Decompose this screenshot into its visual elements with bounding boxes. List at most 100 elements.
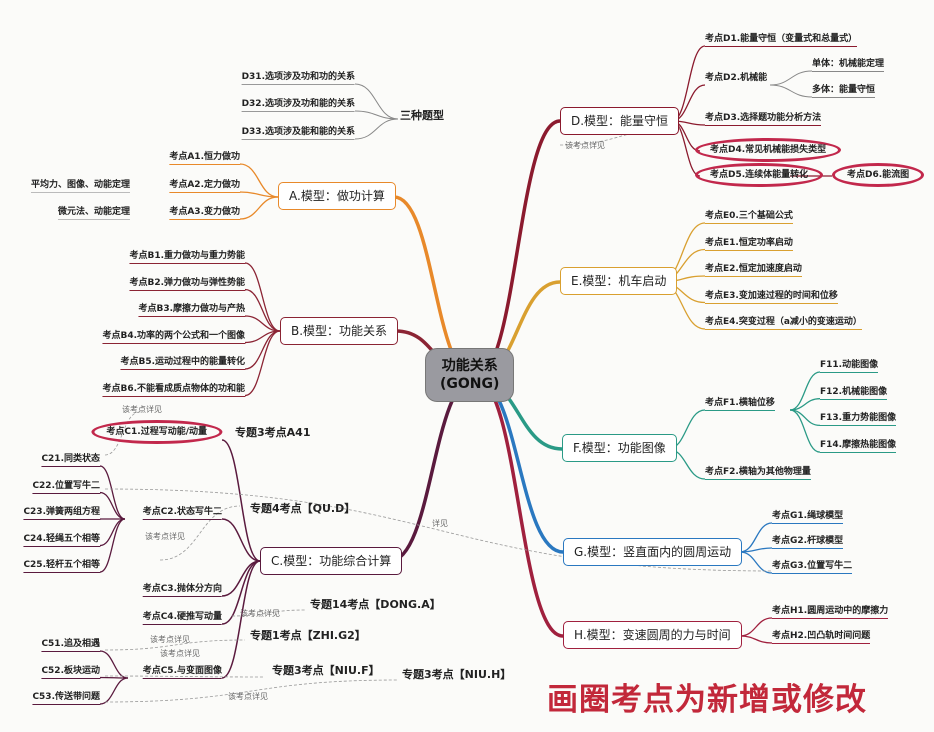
leaf-f1[interactable]: 考点F1.横轴位移 [705,397,775,411]
node-e-locomotive-start[interactable]: E.模型：机车启动 [560,267,678,295]
connector [239,196,279,220]
leaf-d1[interactable]: 考点D1.能量守恒（变量式和总量式） [705,33,858,47]
connector [239,163,279,198]
leaf-c25[interactable]: C25.轻杆五个相等 [23,559,100,573]
annotation-see-detail: 该考点详见 [122,405,162,414]
annotation-see-detail: 该考点详见 [160,649,200,658]
connector [99,465,126,520]
leaf-d4-circled[interactable]: 考点D4.常见机械能损失类型 [695,138,842,162]
leaf-c53[interactable]: C53.传送带问题 [32,691,100,705]
node-f-energy-graphs[interactable]: F.模型：功能图像 [562,434,677,462]
node-h-variable-circle[interactable]: H.模型：变速圆周的力与时间 [563,621,742,649]
connector [244,262,281,332]
leaf-c21[interactable]: C21.同类状态 [41,453,100,467]
connector [221,560,261,625]
main-branch [474,119,561,380]
leaf-c1-circled[interactable]: 考点C1.过程写动能/动量 [91,420,222,444]
connector [99,676,129,679]
connector [559,127,681,146]
leaf-e3[interactable]: 考点E3.变加速过程的时间和位移 [705,290,838,304]
ref-c4[interactable]: 专题14考点【DONG.A】 [310,598,441,611]
leaf-d31[interactable]: D31.选项涉及功和功的关系 [241,71,355,85]
ref-niu-h[interactable]: 专题3考点【NIU.H】 [402,668,512,681]
leaf-a2[interactable]: 考点A2.定力做功 [169,179,240,193]
connector [99,677,129,705]
annotation-see-detail: 该考点详见 [145,532,185,541]
ref-niu-f[interactable]: 专题3考点【NIU.F】 [272,664,380,677]
leaf-c23[interactable]: C23.弹簧两组方程 [23,506,100,520]
ref-zhi-g2[interactable]: 专题1考点【ZHI.G2】 [250,629,366,642]
leaf-a3[interactable]: 考点A3.变力做功 [169,206,240,220]
node-g-vertical-circle[interactable]: G.模型：竖直面内的圆周运动 [563,538,743,566]
leaf-g3[interactable]: 考点G3.位置写牛二 [772,560,853,574]
leaf-d6-circled[interactable]: 考点D6.能流图 [832,163,925,187]
connector [739,551,773,574]
connector [789,409,821,427]
leaf-f13[interactable]: F13.重力势能图像 [820,412,897,427]
node-c-combined-calc[interactable]: C.模型：功能综合计算 [260,547,403,575]
leaf-f14[interactable]: F14.摩擦热能图像 [820,439,897,454]
main-branch [474,376,564,554]
connector [104,675,266,678]
leaf-d5-circled[interactable]: 考点D5.连续体能量转化 [695,163,824,187]
ref-c2[interactable]: 专题4考点【QU.D】 [250,502,356,515]
leaf-d33[interactable]: D33.选项涉及能和能的关系 [241,126,355,140]
connector [221,518,261,562]
connector [99,491,126,520]
leaf-c4[interactable]: 考点C4.硬推写动量 [142,611,222,625]
connector [244,288,281,332]
leaf-b1[interactable]: 考点B1.重力做功与重力势能 [129,250,245,264]
leaf-f12[interactable]: F12.机械能图像 [820,386,888,400]
leaf-d2-single[interactable]: 单体：机械能定理 [812,58,885,72]
leaf-b4[interactable]: 考点B4.功率的两个公式和一个图像 [102,330,245,344]
connector [739,522,773,553]
leaf-f2[interactable]: 考点F2.横轴为其他物理量 [705,466,811,480]
leaf-e2[interactable]: 考点E2.恒定加速度启动 [705,263,802,277]
annotation-see-detail: 该考点详见 [150,635,190,644]
leaf-h1[interactable]: 考点H1.圆周运动中的摩擦力 [772,605,889,619]
ref-c1[interactable]: 专题3考点A41 [235,426,311,439]
leaf-c5[interactable]: 考点C5.与变面图像 [142,665,222,679]
connector [354,110,399,120]
node-d-energy-conservation[interactable]: D.模型：能量守恒 [560,107,680,135]
leaf-b2[interactable]: 考点B2.弹力做功与弹性势能 [129,277,245,291]
connector [769,70,813,86]
leaf-g1[interactable]: 考点G1.绳球模型 [772,510,844,524]
leaf-g2[interactable]: 考点G2.杆球模型 [772,535,844,549]
annotation-see: 详见 [432,519,448,528]
leaf-c3[interactable]: 考点C3.抛体分方向 [142,583,222,597]
node-a-work-calculation[interactable]: A.模型：做功计算 [278,182,396,210]
connector [739,547,773,553]
leaf-d2[interactable]: 考点D2.机械能 [705,73,768,83]
leaf-a1[interactable]: 考点A1.恒力做功 [169,151,240,165]
leaf-c22[interactable]: C22.位置写牛二 [32,480,100,494]
leaf-b6[interactable]: 考点B6.不能看成质点物体的功和能 [102,383,245,397]
leaf-c51[interactable]: C51.追及相遇 [41,638,100,652]
central-topic[interactable]: 功能关系 (GONG) [425,348,515,402]
connector [244,330,281,397]
connector [739,635,773,644]
leaf-c52[interactable]: C52.板块运动 [41,665,100,679]
leaf-f11[interactable]: F11.动能图像 [820,359,879,373]
leaf-c2[interactable]: 考点C2.状态写牛二 [142,506,222,520]
leaf-c24[interactable]: C24.轻绳五个相等 [23,533,100,547]
connector [99,650,129,679]
connector [104,488,773,572]
leaf-d32[interactable]: D32.选项涉及功和能的关系 [241,98,355,112]
leaf-h2[interactable]: 考点H2.凹凸轨时间问题 [772,630,871,644]
leaf-d3[interactable]: 考点D3.选择题功能分析方法 [705,112,822,126]
leaf-e1[interactable]: 考点E1.恒定功率启动 [705,237,793,251]
connector [104,679,399,703]
handwritten-caption: 画圈考点为新增或修改 [547,682,867,718]
connector [231,609,306,617]
note-a3: 微元法、动能定理 [57,206,130,220]
leaf-b3[interactable]: 考点B3.摩擦力做功与产热 [138,303,245,317]
annotation-see-detail: 该考点详见 [565,141,605,150]
leaf-e0[interactable]: 考点E0.三个基础公式 [705,210,793,224]
leaf-e4[interactable]: 考点E4.突变过程（a减小的变速运动） [705,316,862,330]
branch-three-types[interactable]: 三种题型 [400,109,444,122]
connector [99,518,126,573]
leaf-b5[interactable]: 考点B5.运动过程中的能量转化 [120,356,245,370]
node-b-work-energy[interactable]: B.模型：功能关系 [280,317,399,345]
leaf-d2-multi[interactable]: 多体：能量守恒 [812,84,876,98]
